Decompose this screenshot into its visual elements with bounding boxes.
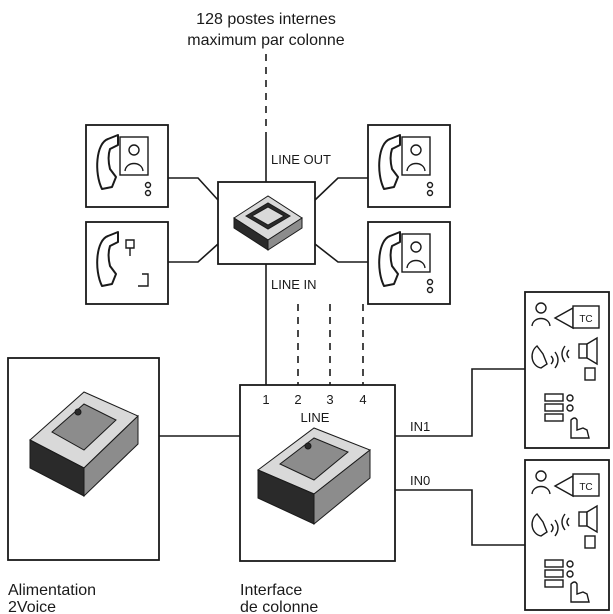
in0-label: IN0 [410, 473, 430, 488]
wire-station-top-right [314, 177, 368, 201]
handset-icon [96, 134, 119, 190]
power-supply-module-icon [29, 391, 139, 498]
speaker-icon [531, 336, 598, 381]
wire-station-top-left [168, 177, 219, 201]
in1-wire [395, 368, 525, 437]
internal-station-top-right [367, 124, 451, 208]
svg-text:TC: TC [579, 482, 592, 493]
key-icon [125, 239, 135, 256]
power-caption-line1: Alimentation [8, 582, 96, 599]
speaker-icon [531, 504, 598, 549]
line-bus-label: LINE [301, 410, 330, 425]
video-person-icon [119, 136, 149, 176]
top-note-line1: 128 postes internes [196, 11, 336, 28]
interface-caption-line1: Interface [240, 582, 302, 599]
internal-station-bottom-right [367, 221, 451, 305]
internal-station-bottom-left [85, 221, 169, 305]
line-out-label: LINE OUT [271, 152, 331, 167]
handset-icon [378, 134, 401, 190]
riser-interface-module-icon [257, 427, 371, 526]
handset-icon [378, 231, 401, 287]
keypad-icon [544, 393, 590, 439]
svg-text:TC: TC [579, 314, 592, 325]
top-note-line2: maximum par colonne [187, 32, 345, 49]
terminal-1-label: 1 [262, 392, 269, 407]
camera-icon: TC [531, 470, 600, 498]
terminal-2-label: 2 [294, 392, 301, 407]
interface-caption-line2: de colonne [240, 599, 318, 614]
camera-icon: TC [531, 302, 600, 330]
wire-station-bottom-right [314, 243, 368, 263]
terminal-3-label: 3 [326, 392, 333, 407]
in1-label: IN1 [410, 419, 430, 434]
in0-wire [395, 489, 525, 546]
keypad-icon [544, 559, 590, 603]
power-caption-line2: 2Voice [8, 599, 56, 614]
wire-station-bottom-left [168, 243, 219, 263]
terminal-4-label: 4 [359, 392, 366, 407]
handset-icon [96, 231, 119, 287]
internal-station-top-left [85, 124, 169, 208]
distributor-module-icon [233, 195, 303, 251]
line-in-label: LINE IN [271, 277, 317, 292]
door-panel-bottom: TC [524, 459, 610, 611]
door-panel-top: TC [524, 291, 610, 449]
